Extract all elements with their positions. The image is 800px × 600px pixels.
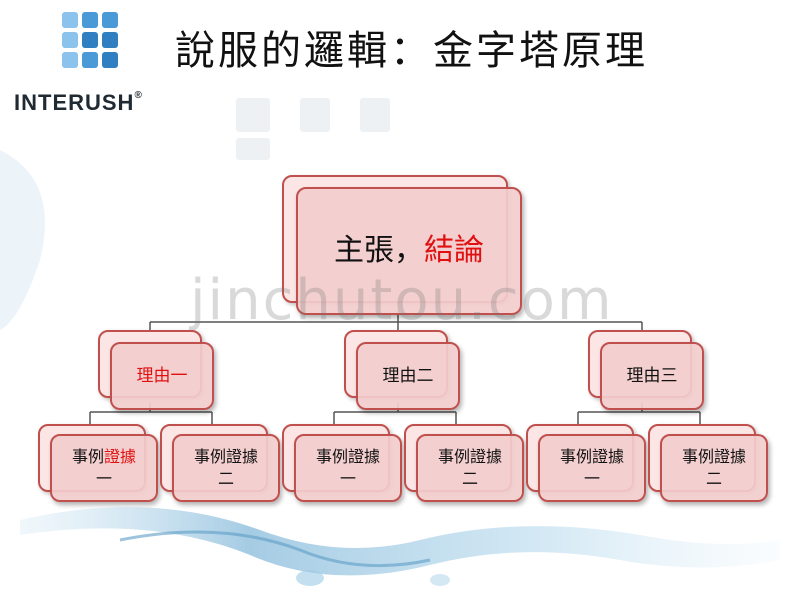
water-splash-decoration [20,507,780,586]
brand-name-text: INTERUSH [14,90,135,115]
reason-text-2: 理由二 [382,365,434,386]
evidence-text-3: 事例證據一 [315,447,380,488]
reason-text-3: 理由三 [626,365,678,386]
reason-node-3: 理由三 [588,330,706,410]
conclusion-node: 主張，結論 [282,175,524,317]
brand-name: INTERUSH® [14,90,143,116]
slide-title: 說服的邏輯：金字塔原理 [175,28,648,74]
evidence-text-4: 事例證據二 [437,447,502,488]
reason-text-1: 理由一 [136,365,188,386]
evidence-node-6: 事例證據二 [648,424,768,502]
evidence-node-5: 事例證據一 [526,424,646,502]
evidence-node-4: 事例證據二 [404,424,524,502]
reason-node-1: 理由一 [98,330,216,410]
evidence-text-6: 事例證據二 [681,447,746,488]
evidence-node-3: 事例證據一 [282,424,402,502]
reason-node-2: 理由二 [344,330,462,410]
evidence-node-2: 事例證據二 [160,424,280,502]
brand-mark: ® [134,90,143,101]
evidence-node-1: 事例證據一 [38,424,158,502]
watermark-text: jinchutou.com [190,268,614,333]
conclusion-text: 主張，結論 [334,232,484,268]
evidence-text-2: 事例證據二 [193,447,258,488]
evidence-text-1: 事例證據一 [71,447,137,488]
evidence-text-5: 事例證據一 [559,447,624,488]
